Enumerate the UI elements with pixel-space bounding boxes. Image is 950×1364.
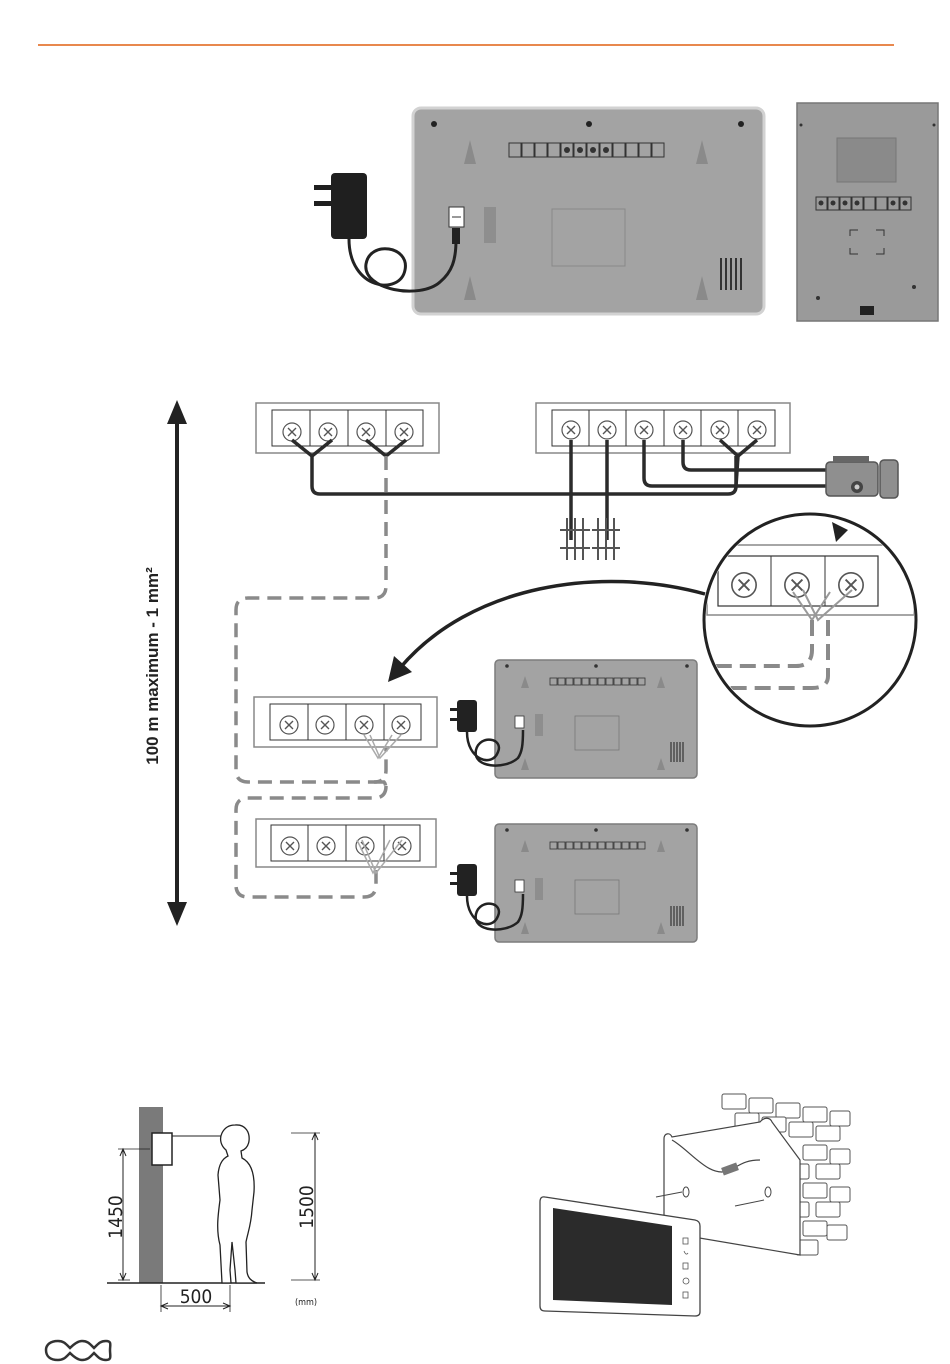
distance-arrow <box>167 400 187 926</box>
monitor-terminal-top <box>256 403 439 453</box>
height-1500-label: 1500 <box>296 1185 318 1229</box>
electric-lock-icon <box>826 456 898 498</box>
person-silhouette <box>218 1125 257 1283</box>
secondary-monitor-2 <box>495 824 697 942</box>
secondary-monitor-1 <box>495 660 697 778</box>
bus-cable <box>292 440 828 540</box>
distance-500-label: 500 <box>180 1286 213 1308</box>
height-diagram <box>107 1107 320 1312</box>
zoom-detail <box>700 514 916 726</box>
unit-label: (mm) <box>295 1298 317 1308</box>
monitor-terminal-3 <box>256 819 436 873</box>
wall-mount-illustration <box>540 1094 850 1316</box>
zoom-arrow <box>400 581 705 668</box>
outdoor-panel-back <box>797 103 938 321</box>
monitor-terminal-2 <box>254 697 437 758</box>
distance-label: 100 m maximum - 1 mm² <box>143 567 162 765</box>
main-monitor-back <box>413 108 764 314</box>
door-release-icon <box>560 518 620 560</box>
height-1450-label: 1450 <box>105 1195 127 1239</box>
logo-icon <box>46 1341 110 1360</box>
